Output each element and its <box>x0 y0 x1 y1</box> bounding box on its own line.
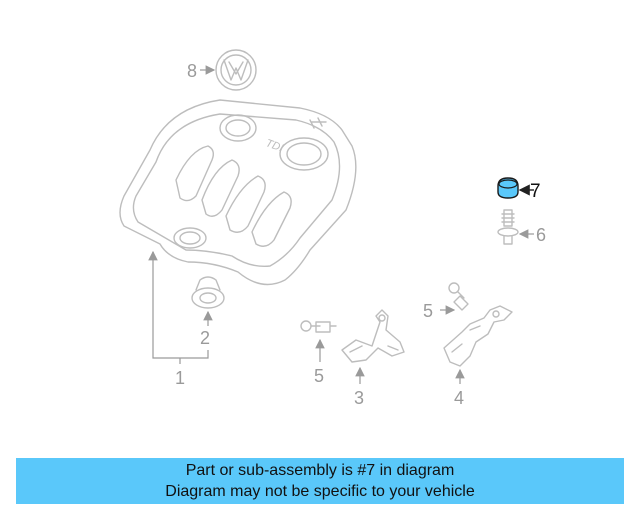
stud-part-6[interactable] <box>497 209 519 245</box>
ball-stud-part-5-left[interactable] <box>300 320 337 333</box>
bracket-part-3[interactable] <box>341 309 405 363</box>
ball-stud-part-5-right[interactable] <box>448 282 469 311</box>
callout-1: 1 <box>175 368 185 388</box>
rubber-mount-part-7[interactable] <box>497 177 519 199</box>
emblem-part-8[interactable] <box>215 49 257 91</box>
banner-line-disclaimer: Diagram may not be specific to your vehi… <box>165 483 475 500</box>
grommet-part-2[interactable] <box>191 276 225 309</box>
callout-5-right: 5 <box>423 301 433 321</box>
engine-cover-part-1[interactable]: TDI <box>119 99 357 286</box>
callout-3: 3 <box>354 388 364 408</box>
callout-7: 7 <box>530 181 541 202</box>
tdi-badge: TDI <box>264 137 285 154</box>
callout-6: 6 <box>536 225 546 245</box>
callout-2: 2 <box>200 328 210 348</box>
part-info-banner: Part or sub-assembly is #7 in diagram Di… <box>16 458 624 504</box>
banner-line-part: Part or sub-assembly is #7 in diagram <box>185 462 455 479</box>
callout-5-left: 5 <box>314 366 324 386</box>
callout-8: 8 <box>187 61 197 81</box>
bracket-part-4[interactable] <box>443 305 513 367</box>
callout-4: 4 <box>454 388 464 408</box>
